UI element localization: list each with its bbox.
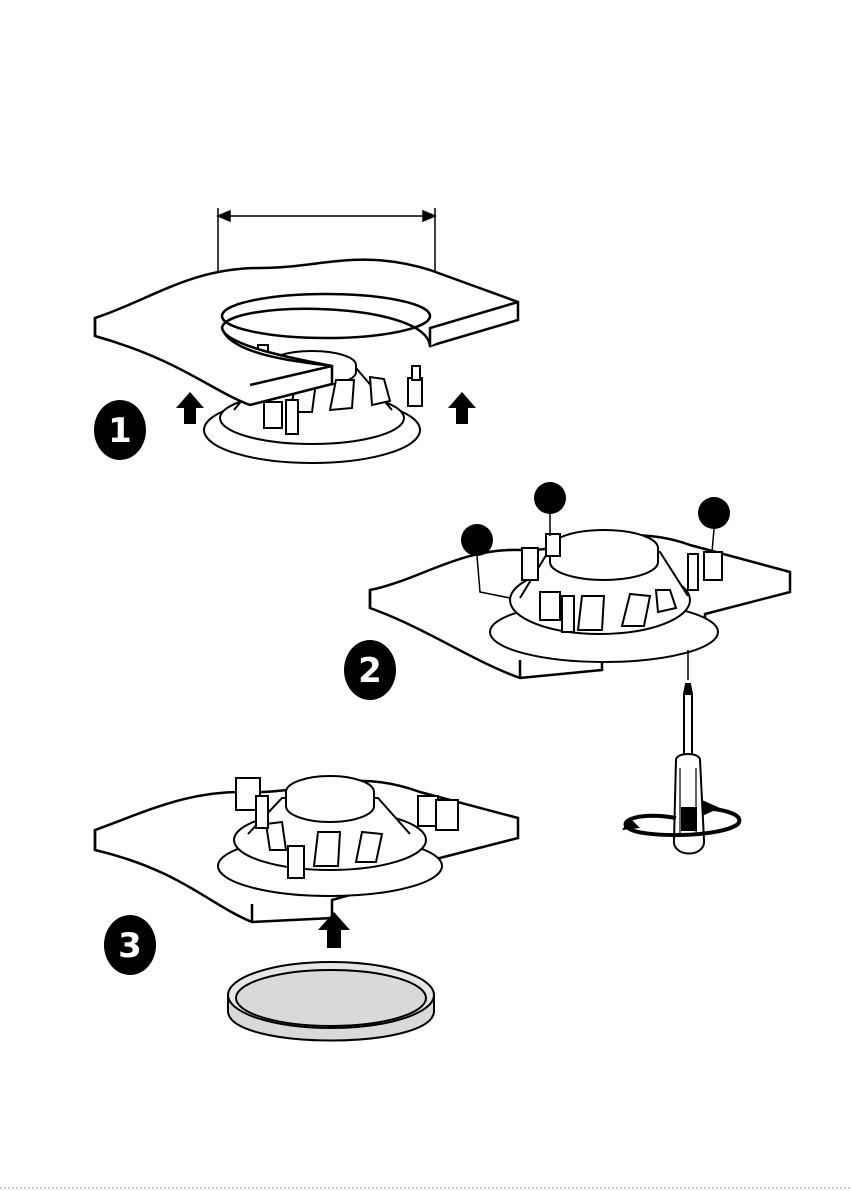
step-1-group: 1 [94,208,518,463]
step-2-badge: 2 [344,640,396,700]
grille-ring [228,962,434,1041]
step-3-badge: 3 [104,915,156,975]
ceiling-panel-1 [95,260,518,405]
step-1-number: 1 [108,411,132,451]
step-3-number: 3 [118,926,142,966]
step-1-badge: 1 [94,400,146,460]
screwdriver-icon [674,650,704,854]
step-3-group: 3 [95,776,518,1041]
step-2-number: 2 [358,651,382,691]
